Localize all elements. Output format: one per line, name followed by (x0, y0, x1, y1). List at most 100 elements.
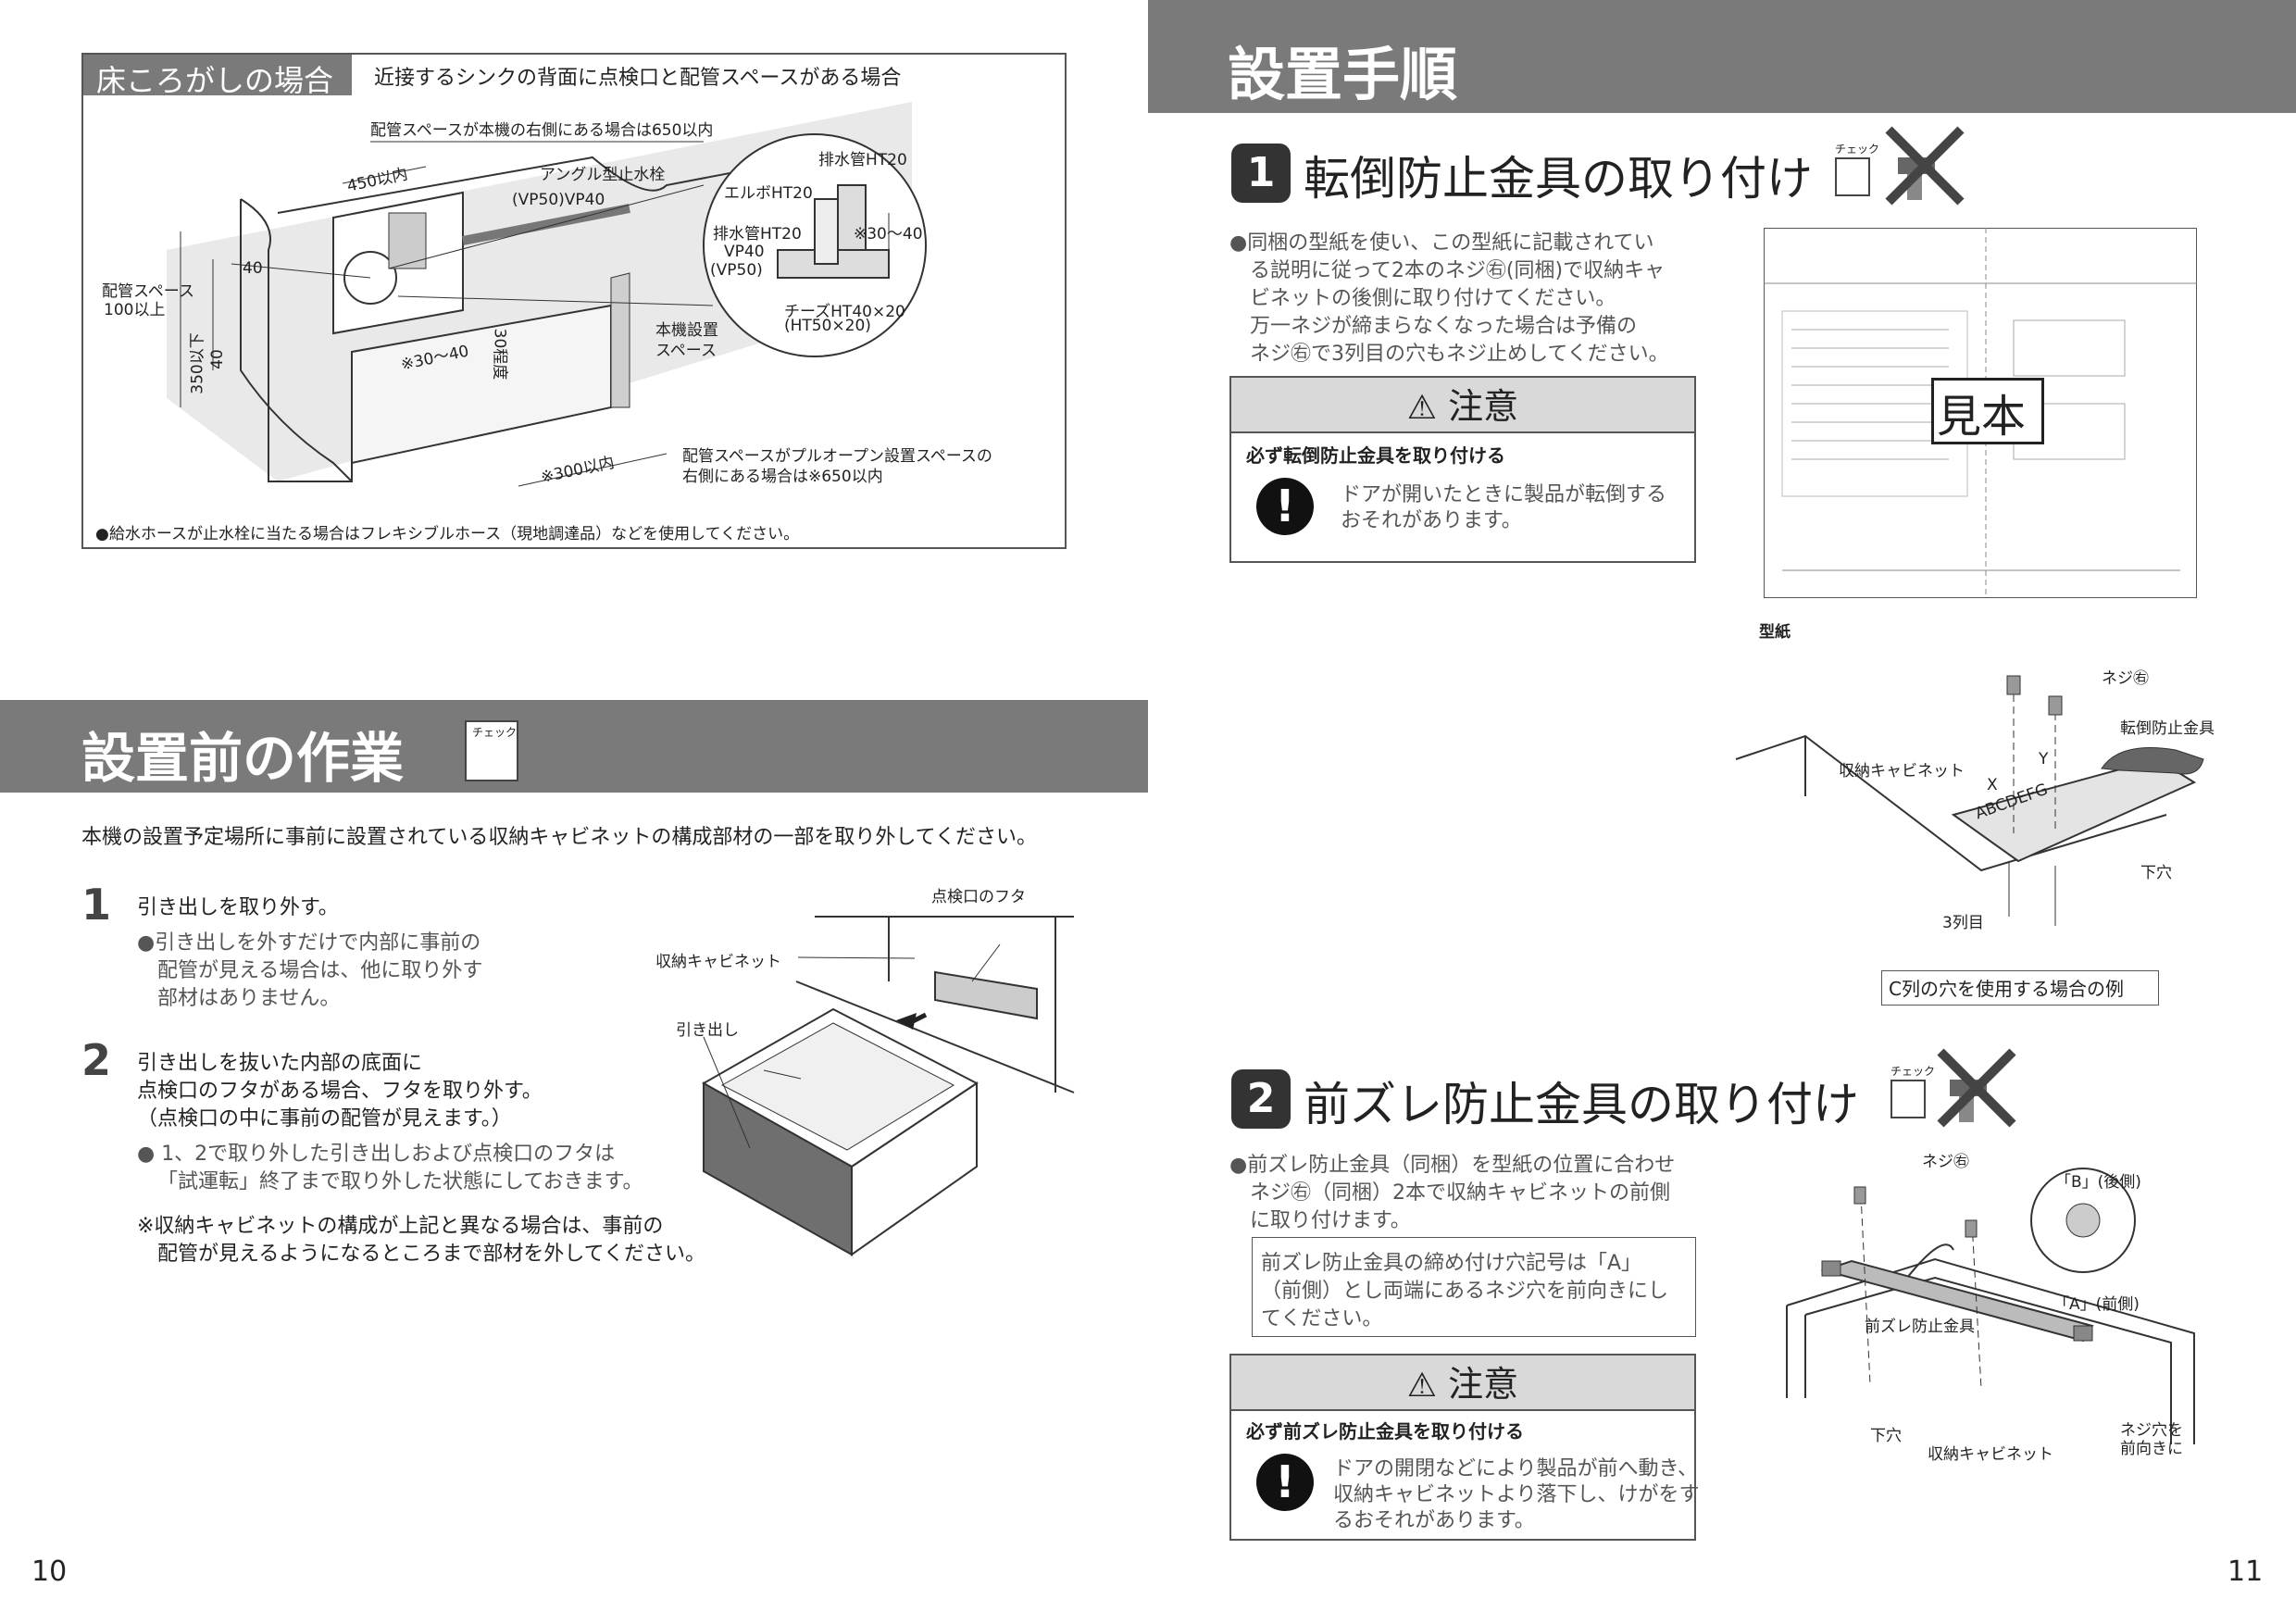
cabinet-note-2: 配管が見えるようになるところまで部材を外してください。 (157, 1243, 706, 1266)
s1-bullet-5: ネジ㊨で3列目の穴もネジ止めしてください。 (1250, 343, 1669, 366)
fig2-a-label: 「A」(前側) (2053, 1295, 2140, 1314)
fig1-bracket-label: 転倒防止金具 (2120, 719, 2215, 738)
fig2-front-label-2: 前向きに (2120, 1440, 2183, 1458)
fig-drawer-label: 引き出し (676, 1021, 739, 1040)
label-pullout-2: 右側にある場合は※650以内 (682, 468, 883, 486)
s2-bullet-1: ●前ズレ防止金具（同梱）を型紙の位置に合わせ (1229, 1154, 1676, 1177)
step1-title: 引き出しを取り外す。 (137, 896, 339, 919)
s2-caution-text-3: るおそれがあります。 (1333, 1509, 1535, 1532)
label-pipe-space: 配管スペース (102, 282, 194, 301)
install-steps-title: 設置手順 (1228, 41, 1458, 108)
s1-checkbox[interactable]: チェック (1835, 143, 1879, 196)
label-30-40-b: ※30～40 (854, 225, 923, 244)
template-sheet (1764, 228, 2197, 598)
hose-note: ●給水ホースが止水栓に当たる場合はフレキシブルホース（現地調達品）などを使用して… (95, 525, 800, 543)
s2-title: 前ズレ防止金具の取り付け (1304, 1078, 1859, 1131)
fig2-bracket-label: 前ズレ防止金具 (1865, 1318, 1975, 1336)
page-number-left: 10 (31, 1555, 68, 1588)
s2-exclamation-icon: ! (1256, 1454, 1314, 1511)
sample-stamp-label: 見本 (1937, 391, 2027, 443)
step2-line-3: （点検口の中に事前の配管が見えます。） (137, 1107, 512, 1131)
fig2-front-label-1: ネジ穴を (2120, 1421, 2183, 1440)
label-elbow: エルボHT20 (724, 184, 813, 203)
s1-caution-warning-icon: ⚠ (1406, 389, 1438, 427)
s2-caution-text-2: 収納キャビネットより落下し、けがをす (1333, 1483, 1700, 1506)
s1-bullet-1: ●同梱の型紙を使い、この型紙に記載されてい (1229, 231, 1654, 255)
s1-number-badge: 1 (1231, 144, 1291, 203)
s1-bullet-3: ビネットの後側に取り付けてください。 (1250, 287, 1616, 310)
label-pipe-space-2: 100以上 (104, 301, 166, 319)
s2-note-3: てください。 (1261, 1307, 1383, 1330)
s2-check-label: チェック (1890, 1065, 1936, 1078)
floor-case-subtitle: 近接するシンクの背面に点検口と配管スペースがある場合 (374, 67, 902, 90)
s2-bullet-3: に取り付けます。 (1250, 1209, 1411, 1232)
pipe-layout-figure (81, 53, 1067, 549)
s2-caution-text-1: ドアの開閉などにより製品が前へ動き、 (1333, 1457, 1699, 1480)
label-drain-ht20-b: 排水管HT20 (713, 225, 802, 244)
pre-install-check-label: チェック (472, 726, 518, 739)
s2-caution-header: ⚠ 注意 (1231, 1355, 1694, 1411)
label-vp50-vp40: (VP50)VP40 (512, 191, 605, 209)
floor-case-tag (83, 55, 352, 95)
s1-caution-header: ⚠ 注意 (1231, 378, 1694, 433)
s1-bullet-4: 万一ネジが締まらなくなった場合は予備の (1250, 315, 1638, 338)
fig-lid-label: 点検口のフタ (931, 888, 1026, 906)
step2-bullet-1: ● 1、2で取り外した引き出しおよび点検口のフタは (137, 1143, 616, 1166)
fig2-screw-label: ネジ㊨ (1922, 1153, 1969, 1171)
fig-cabinet-label: 収納キャビネット (655, 953, 781, 971)
step1-bullet-2: 配管が見える場合は、他に取り外す (157, 959, 483, 982)
label-vp50: (VP50) (710, 261, 763, 280)
cabinet-note-1: ※収納キャビネットの構成が上記と異なる場合は、事前の (137, 1215, 664, 1238)
s2-note-2: （前側）とし両端にあるネジ穴を前向きにし (1261, 1280, 1669, 1303)
s1-caution-text-2: おそれがあります。 (1341, 509, 1522, 532)
label-pipe-right: 配管スペースが本機の右側にある場合は650以内 (370, 121, 714, 140)
install-steps-band: 設置手順 (1148, 0, 2296, 113)
sample-stamp (1931, 378, 2044, 444)
s2-caution-warning-icon: ⚠ (1406, 1367, 1438, 1405)
fig2-hole-label: 下穴 (1870, 1427, 1902, 1445)
pre-install-title: 設置前の作業 (81, 727, 405, 790)
fig1-y-label: Y (2039, 750, 2049, 768)
s1-caution-text-1: ドアが開いたときに製品が転倒する (1341, 483, 1667, 506)
s2-note-box (1252, 1237, 1696, 1337)
pre-install-checkbox[interactable]: チェック (465, 720, 518, 781)
s1-caution-box (1229, 376, 1696, 563)
label-drain-ht20-a: 排水管HT20 (818, 151, 907, 169)
s2-bullet-2: ネジ㊨（同梱）2本で収納キャビネットの前側 (1250, 1181, 1670, 1205)
step2-line-2: 点検口のフタがある場合、フタを取り外す。 (137, 1080, 543, 1103)
fig1-cabinet-label: 収納キャビネット (1839, 762, 1965, 781)
s2-checkbox[interactable]: チェック (1890, 1065, 1935, 1118)
template-label: 型紙 (1759, 623, 1791, 642)
fig1-x-label: X (1987, 776, 1998, 794)
s1-title: 転倒防止金具の取り付け (1304, 152, 1813, 206)
step1-number: 1 (81, 880, 112, 930)
s1-caution-bold: 必ず転倒防止金具を取り付ける (1246, 444, 1505, 467)
s1-caution-title: 注意 (1448, 386, 1519, 427)
s1-no-drill-icon (1885, 126, 1965, 206)
label-install-space-2: スペース (655, 342, 717, 360)
fig2-cabinet-label: 収納キャビネット (1928, 1445, 2053, 1464)
fig1-row3-label: 3列目 (1942, 914, 1984, 932)
s2-number-badge: 2 (1231, 1069, 1291, 1129)
label-angle-valve: アングル型止水栓 (540, 166, 666, 184)
s2-caution-title: 注意 (1448, 1364, 1519, 1405)
label-40a: 40 (243, 259, 263, 278)
fig2-b-label: 「B」(後側) (2055, 1173, 2141, 1192)
step2-line-1: 引き出しを抜いた内部の底面に (137, 1052, 423, 1075)
page-number-right: 11 (2227, 1555, 2264, 1588)
label-pullout-1: 配管スペースがプルオープン設置スペースの (682, 447, 992, 466)
s2-no-drill-icon (1937, 1048, 2016, 1128)
pre-install-band: 設置前の作業 (0, 700, 1148, 793)
pre-install-intro: 本機の設置予定場所に事前に設置されている収納キャビネットの構成部材の一部を取り外… (81, 826, 1038, 849)
step1-bullet-1: ●引き出しを外すだけで内部に事前の (137, 931, 481, 955)
step2-number: 2 (81, 1035, 112, 1085)
s2-note-1: 前ズレ防止金具の締め付け穴記号は「A」 (1261, 1252, 1642, 1275)
step1-bullet-3: 部材はありません。 (157, 987, 341, 1010)
s1-bullet-2: る説明に従って2本のネジ㊨(同梱)で収納キャ (1250, 259, 1666, 282)
fig1-hole-label: 下穴 (2140, 864, 2172, 882)
s1-exclamation-icon: ! (1256, 478, 1314, 535)
label-tees-1: チーズHT40×20 (784, 303, 905, 321)
